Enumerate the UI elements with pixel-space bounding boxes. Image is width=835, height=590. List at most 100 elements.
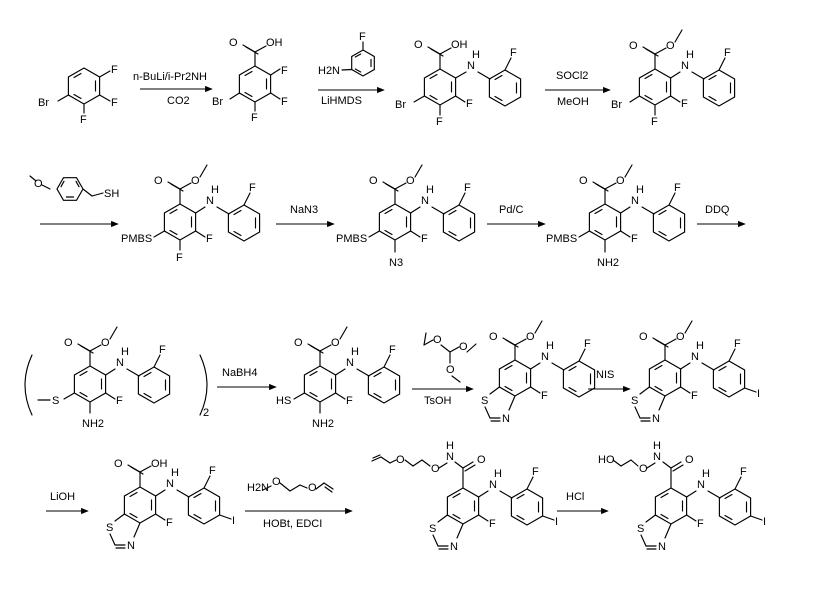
svg-text:F: F <box>249 182 256 194</box>
svg-text:NH2: NH2 <box>597 257 619 269</box>
svg-text:O: O <box>579 175 588 187</box>
svg-text:O: O <box>477 454 486 466</box>
svg-text:H: H <box>653 440 661 452</box>
svg-text:F: F <box>111 64 118 76</box>
svg-text:F: F <box>681 98 688 110</box>
reaction-arrow-3: SOCl2 MeOH <box>545 70 611 108</box>
svg-text:LiOH: LiOH <box>50 491 75 503</box>
svg-text:NH2: NH2 <box>312 418 334 430</box>
svg-text:N: N <box>681 60 689 72</box>
svg-text:HCl: HCl <box>566 491 584 503</box>
svg-text:N: N <box>541 351 549 363</box>
svg-text:S: S <box>637 523 644 535</box>
svg-text:N: N <box>166 478 174 490</box>
svg-text:NaN3: NaN3 <box>290 204 318 216</box>
svg-text:F: F <box>697 518 704 530</box>
reaction-arrow-7: DDQ <box>697 204 746 228</box>
svg-text:N: N <box>697 479 705 491</box>
reaction-arrow-8: NaBH4 <box>217 367 277 391</box>
svg-text:O: O <box>272 476 281 488</box>
svg-text:F: F <box>166 517 173 529</box>
svg-text:F: F <box>651 116 658 128</box>
svg-text:Br: Br <box>38 97 49 109</box>
svg-text:H: H <box>446 440 454 452</box>
svg-text:N: N <box>691 351 699 363</box>
svg-text:H: H <box>211 184 219 196</box>
svg-text:H: H <box>636 184 644 196</box>
svg-text:H: H <box>702 468 710 480</box>
compound-1: F F F Br <box>38 64 118 126</box>
svg-text:F: F <box>740 466 747 478</box>
svg-text:I: I <box>763 516 766 528</box>
svg-text:O: O <box>526 331 535 343</box>
svg-text:F: F <box>206 233 213 245</box>
svg-text:N: N <box>446 451 454 463</box>
svg-text:N: N <box>116 357 124 369</box>
svg-text:N: N <box>467 60 475 72</box>
svg-text:HO: HO <box>598 454 615 466</box>
svg-text:H: H <box>546 340 554 352</box>
svg-text:Br: Br <box>212 96 223 108</box>
svg-text:Br: Br <box>611 99 622 111</box>
svg-text:N: N <box>206 195 214 207</box>
svg-text:O: O <box>154 175 163 187</box>
svg-text:F: F <box>251 112 258 124</box>
svg-text:S: S <box>631 395 638 407</box>
reaction-arrow-13: HCl <box>557 491 609 515</box>
svg-text:F: F <box>532 466 539 478</box>
svg-text:SOCl2: SOCl2 <box>556 70 588 82</box>
svg-text:N3: N3 <box>389 257 403 269</box>
svg-text:O: O <box>396 454 405 466</box>
svg-text:Br: Br <box>395 99 406 111</box>
reaction-arrow-11: LiOH <box>46 491 89 515</box>
svg-text:O: O <box>114 458 123 470</box>
svg-text:O: O <box>64 337 73 349</box>
svg-text:PMBS: PMBS <box>336 233 367 245</box>
svg-text:NaBH4: NaBH4 <box>222 367 257 379</box>
svg-text:N: N <box>346 357 354 369</box>
svg-text:DDQ: DDQ <box>705 204 730 216</box>
svg-text:2: 2 <box>203 407 209 419</box>
reaction-arrow-9: O O O TsOH <box>412 332 477 407</box>
reaction-arrow-4: O SH <box>29 175 119 228</box>
svg-text:O: O <box>308 482 317 494</box>
svg-text:HS: HS <box>276 395 291 407</box>
svg-text:F: F <box>159 344 166 356</box>
svg-text:F: F <box>359 31 366 43</box>
svg-text:O: O <box>459 341 468 353</box>
reaction-arrow-10: NIS <box>588 369 631 393</box>
svg-text:N: N <box>127 540 135 552</box>
svg-text:S: S <box>429 523 436 535</box>
compound-14: HO O N H O N H F I F S N <box>598 440 766 553</box>
svg-text:F: F <box>111 97 118 109</box>
svg-text:SH: SH <box>104 188 119 200</box>
svg-text:O: O <box>101 337 110 349</box>
svg-text:Pd/C: Pd/C <box>499 204 524 216</box>
svg-text:CO2: CO2 <box>167 95 190 107</box>
svg-text:F: F <box>346 395 353 407</box>
svg-text:F: F <box>464 182 471 194</box>
svg-text:F: F <box>389 344 396 356</box>
compound-13: O O N H O N H F I F S N <box>371 440 558 553</box>
svg-text:O: O <box>489 331 498 343</box>
compound-11: O O N H F I F S N <box>631 320 760 425</box>
svg-text:O: O <box>191 175 200 187</box>
svg-text:F: F <box>724 47 731 59</box>
compound-9: O O N H F F NH2 HS <box>276 326 401 430</box>
svg-text:MeOH: MeOH <box>557 96 589 108</box>
svg-text:F: F <box>281 96 288 108</box>
reaction-arrow-1: n-BuLi/i-Pr2NH CO2 <box>133 71 213 107</box>
svg-text:H: H <box>696 340 704 352</box>
svg-text:NH2: NH2 <box>82 418 104 430</box>
svg-text:F: F <box>510 47 517 59</box>
svg-text:O: O <box>433 334 442 346</box>
compound-3: O OH N H F F F Br <box>395 39 522 128</box>
compound-6: O O N H F F N3 PMBS <box>336 164 476 269</box>
svg-text:F: F <box>541 390 548 402</box>
svg-text:F: F <box>734 338 741 350</box>
reaction-arrow-12: H2N O O HOBt, EDCI <box>245 476 353 530</box>
svg-text:F: F <box>281 65 288 77</box>
svg-text:N: N <box>652 413 660 425</box>
svg-text:O: O <box>676 331 685 343</box>
compound-2: O OH F F F Br <box>212 37 288 124</box>
